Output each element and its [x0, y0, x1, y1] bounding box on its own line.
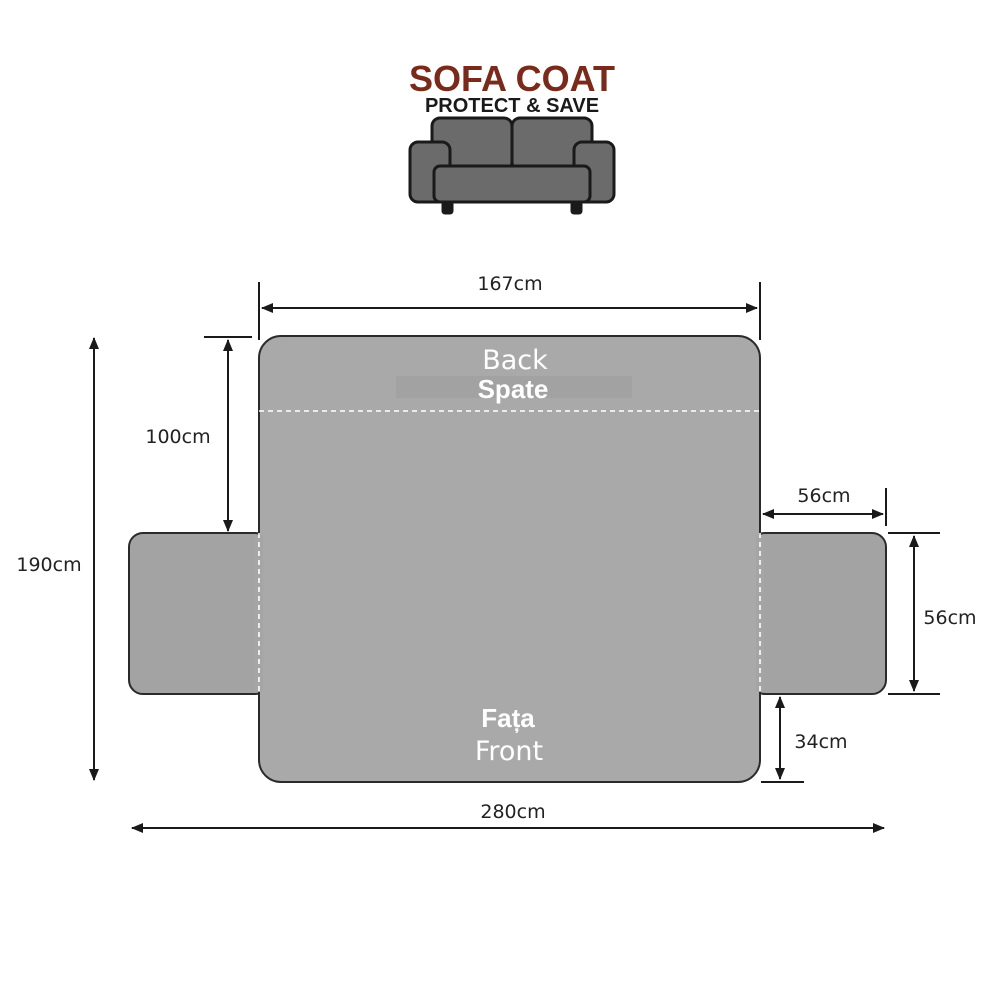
logo: SOFA COAT PROTECT & SAVE	[408, 58, 616, 215]
dimension-total-height: 190cm	[16, 337, 99, 781]
zone-label-back: Back	[482, 345, 548, 376]
arm-joint-right	[756, 535, 764, 692]
dimension-front-flap: 34cm	[761, 696, 848, 783]
sofa-icon	[408, 116, 616, 215]
dimension-label-front-flap: 34cm	[794, 731, 847, 753]
dimension-arm-depth: 56cm	[762, 485, 887, 526]
arm-joint-left	[255, 535, 263, 692]
left-arm-panel	[128, 532, 270, 695]
dimension-top-width: 167cm	[258, 273, 761, 340]
dimension-total-width: 280cm	[131, 801, 885, 833]
right-arm-panel	[750, 532, 887, 695]
zone-label-spate: Spate	[478, 374, 549, 404]
dimension-label-back-depth: 100cm	[145, 426, 210, 448]
dimension-label-arm-depth: 56cm	[797, 485, 850, 507]
dimension-label-total-width: 280cm	[480, 801, 545, 823]
dimension-label-total-height: 190cm	[16, 554, 81, 576]
zone-label-fata: Fața	[481, 703, 535, 733]
sofa-cover	[128, 335, 887, 783]
back-fold-shadow	[396, 376, 632, 398]
zone-label-front: Front	[475, 736, 543, 767]
dimension-arm-height: 56cm	[888, 532, 977, 695]
logo-tagline: PROTECT & SAVE	[425, 95, 599, 117]
dimension-label-top-width: 167cm	[477, 273, 542, 295]
dimension-back-depth: 100cm	[145, 336, 252, 532]
logo-title: SOFA COAT	[409, 58, 615, 99]
dimension-label-arm-height: 56cm	[923, 607, 976, 629]
